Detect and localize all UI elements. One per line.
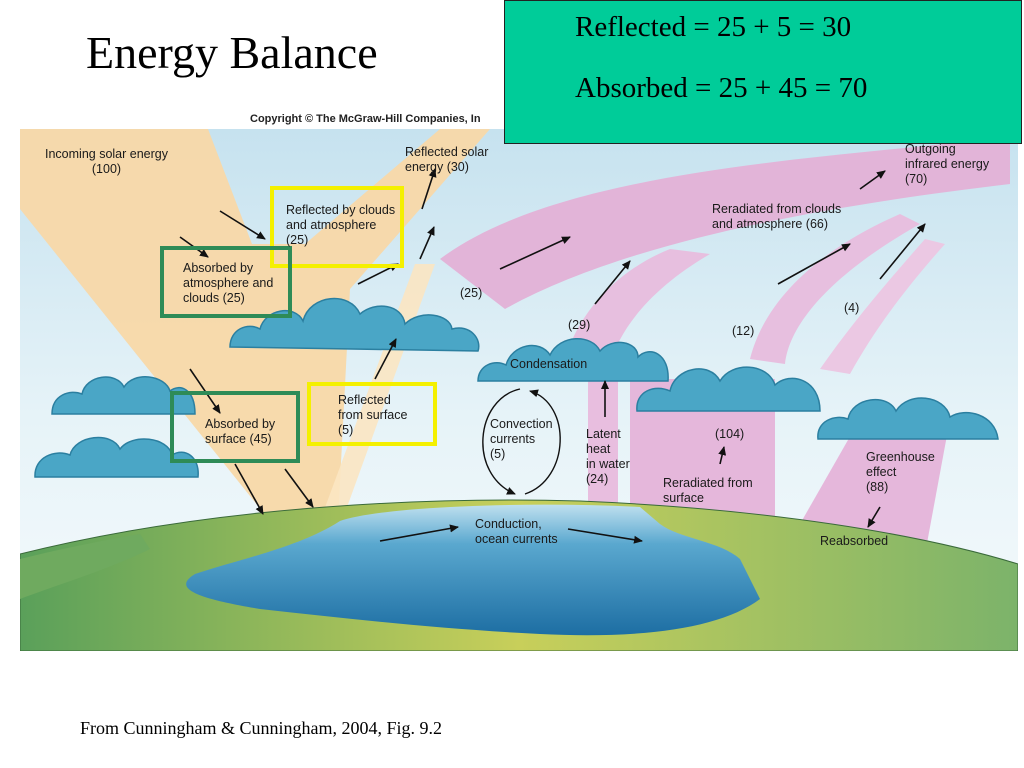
condensation-label: Condensation [510, 357, 588, 371]
conduction-label: Conduction, ocean currents [475, 517, 558, 546]
arrow-reradiated [777, 243, 851, 285]
diagram-graphic [20, 129, 1018, 651]
incoming-solar-band [20, 129, 490, 521]
summary-box: Reflected = 25 + 5 = 30 Absorbed = 25 + … [504, 0, 1022, 144]
absorbed-summary: Absorbed = 25 + 45 = 70 [575, 72, 868, 104]
arrow-absorbed-surface-3 [284, 468, 314, 508]
outgoing-infrared-label: Outgoing infrared energy (70) [905, 142, 990, 186]
reabsorbed-label: Reabsorbed [820, 534, 889, 548]
arrow-surface-reflect [374, 338, 397, 380]
flow-104-label: (104) [715, 427, 745, 441]
latent-heat-column [588, 364, 618, 504]
reradiated-clouds-band [440, 137, 1010, 309]
arrow-absorbed-surface-2 [234, 463, 264, 515]
absorbed-surface-label: Absorbed by surface (45) [205, 417, 276, 446]
land-left [20, 534, 150, 599]
slide-title: Energy Balance [86, 27, 378, 78]
cloud-right-middle [636, 366, 821, 412]
arrow-flow-25 [499, 236, 571, 270]
flow-29-band [565, 249, 710, 364]
reradiated-surface-label: Reradiated from surface [663, 476, 753, 505]
condensation-cloud [477, 338, 669, 382]
cloud-far-right [817, 397, 999, 440]
convection-label: Convection currents (5) [490, 417, 553, 461]
reflected-clouds-label: Reflected by clouds and atmosphere (25) [286, 203, 396, 247]
cloud-left-lower [34, 436, 199, 478]
cloud-upper [229, 298, 480, 352]
arrow-reflected-up [419, 226, 435, 260]
highlight-absorbed-surface [170, 391, 300, 463]
flow-4-label: (4) [844, 301, 860, 315]
convection-loop-left [482, 388, 521, 495]
cloud-left-upper [51, 376, 196, 415]
energy-balance-diagram: Incoming solar energy (100) Reflected so… [20, 129, 1018, 651]
reflected-surface-label: Reflected from surface (5) [338, 393, 408, 437]
highlight-reflected-clouds [270, 186, 404, 268]
incoming-solar-label: Incoming solar energy (100) [45, 147, 168, 176]
flow-12-band [750, 214, 920, 364]
reflected-summary: Reflected = 25 + 5 = 30 [575, 11, 852, 43]
arrow-reabsorbed [867, 506, 881, 528]
convection-loop-right [524, 389, 561, 495]
flow-4-band [820, 239, 945, 374]
flow-12-label: (12) [732, 324, 755, 338]
source-citation: From Cunningham & Cunningham, 2004, Fig.… [80, 718, 443, 738]
arrow-incoming-2 [219, 210, 266, 240]
reflected-solar-label: Reflected solar energy (30) [405, 145, 489, 174]
arrow-flow-29 [594, 260, 631, 305]
flow-25-label: (25) [460, 286, 483, 300]
latent-heat-label: Latent heat in water (24) [586, 427, 630, 486]
arrow-reradiated-surface [718, 446, 727, 465]
copyright-notice: Copyright © The McGraw-Hill Companies, I… [250, 113, 481, 125]
arrow-reflected-solar [421, 168, 437, 210]
arrow-conduction-1 [379, 524, 459, 542]
highlight-absorbed-atmosphere [160, 246, 292, 318]
absorbed-atmosphere-label: Absorbed by atmosphere and clouds (25) [183, 261, 274, 305]
reradiated-clouds-label: Reradiated from clouds and atmosphere (6… [712, 202, 842, 231]
highlight-reflected-surface [307, 382, 437, 446]
flow-29-label: (29) [568, 318, 591, 332]
arrow-flow-4 [879, 223, 926, 280]
greenhouse-label: Greenhouse effect (88) [866, 450, 935, 494]
reradiated-surface-band [630, 379, 775, 524]
arrow-conduction-2 [567, 528, 643, 544]
arrow-outgoing [859, 170, 886, 190]
